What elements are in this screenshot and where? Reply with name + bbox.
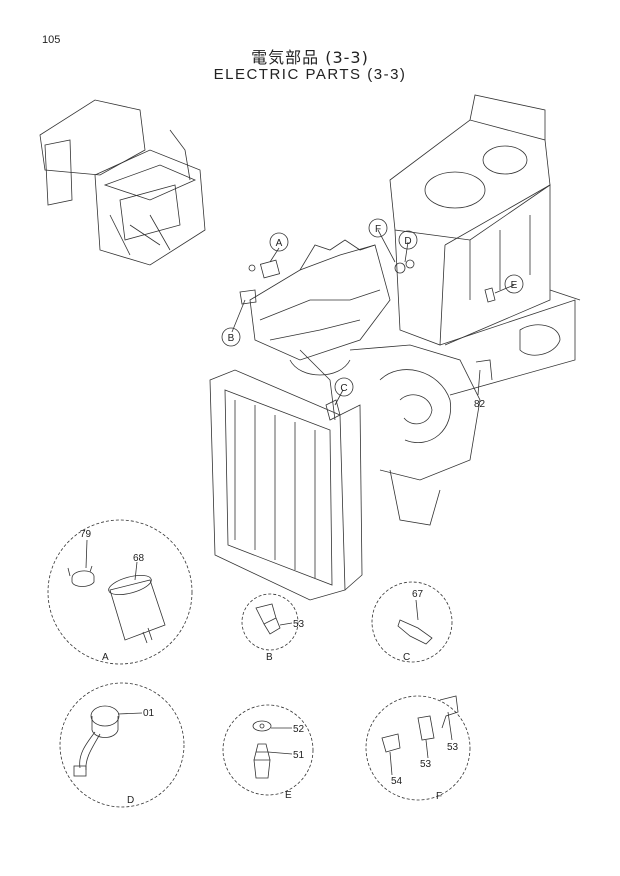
detail-e: 52 51 E (222, 704, 314, 801)
part-number-82: 82 (474, 399, 486, 410)
detail-f: 54 53 53 F (365, 695, 471, 802)
page-title-english: ELECTRIC PARTS (3-3) (213, 66, 407, 83)
detail-e-part-51: 51 (293, 750, 305, 761)
radiator-drawing (209, 349, 363, 601)
detail-e-part-52: 52 (293, 724, 305, 735)
detail-d-part-01: 01 (143, 708, 155, 719)
cab-block-drawing (389, 94, 581, 396)
detail-d: 01 D (59, 682, 185, 808)
detail-d-label: D (127, 795, 134, 806)
detail-f-part-53b: 53 (447, 742, 459, 753)
callout-f: F (368, 218, 388, 238)
detail-a: 79 68 A (47, 519, 193, 665)
detail-b-part-53: 53 (293, 619, 305, 630)
detail-b: 53 B (241, 593, 305, 663)
callout-f-label: F (375, 224, 381, 235)
detail-f-part-54: 54 (391, 776, 403, 787)
page-title-japanese: 電気部品 (3-3) (251, 48, 369, 67)
callout-leaders (231, 229, 515, 421)
callout-d-label: D (404, 236, 411, 247)
detail-a-label: A (102, 652, 109, 663)
callout-e-label: E (511, 280, 518, 291)
cab-assembly-drawing (39, 99, 206, 266)
detail-c: 67 C (371, 581, 453, 663)
page-number: 105 (42, 34, 61, 46)
callout-d: D (398, 230, 418, 250)
callout-c-label: C (340, 383, 347, 394)
callout-b: B (221, 327, 241, 347)
detail-a-part-68: 68 (133, 553, 145, 564)
callout-b-label: B (228, 333, 235, 344)
detail-b-label: B (266, 652, 273, 663)
callout-c: C (334, 377, 354, 397)
detail-e-label: E (285, 790, 292, 801)
detail-f-part-53a: 53 (420, 759, 432, 770)
engine-block-drawing (249, 239, 481, 526)
detail-c-part-67: 67 (412, 589, 424, 600)
callout-e: E (504, 274, 524, 294)
detail-f-label: F (436, 791, 442, 802)
callout-a: A (269, 232, 289, 252)
detail-c-label: C (403, 652, 410, 663)
callout-a-label: A (276, 238, 283, 249)
detail-a-part-79: 79 (80, 529, 92, 540)
